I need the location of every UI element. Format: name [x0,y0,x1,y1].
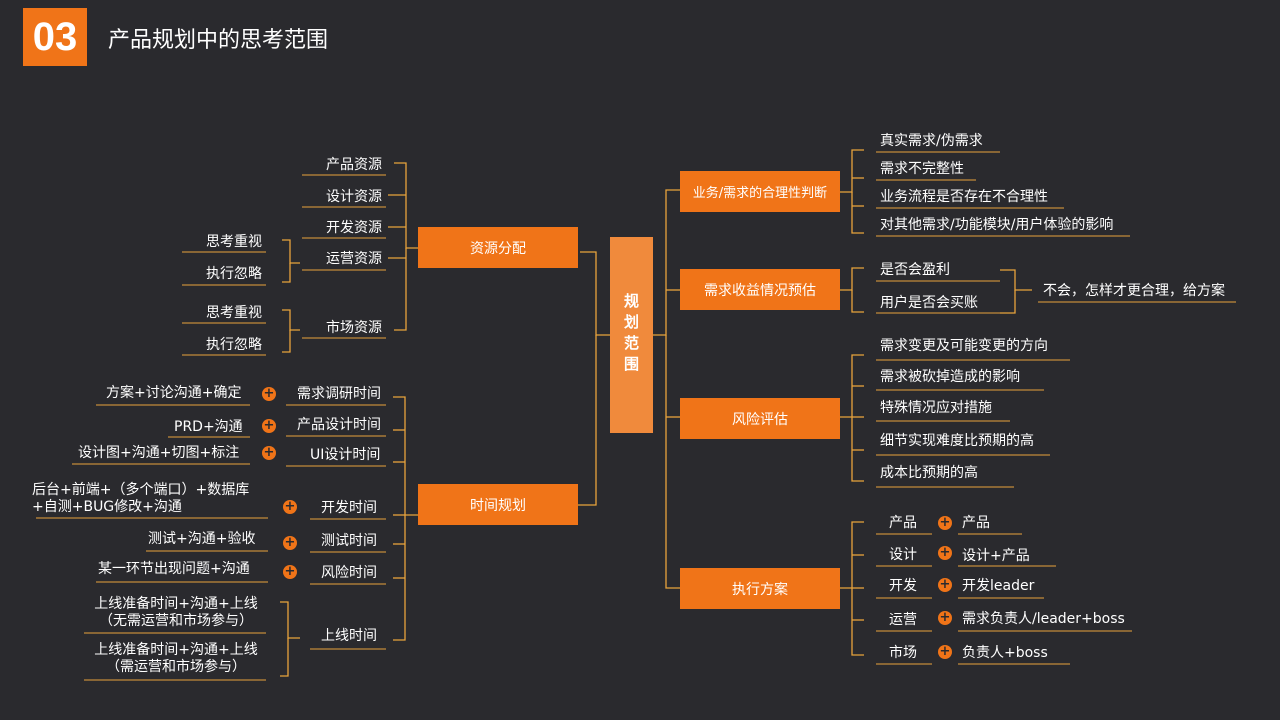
risk-item: 细节实现难度比预期的高 [880,433,1034,449]
risk-item: 需求变更及可能变更的方向 [880,338,1048,354]
time-note: 设计图+沟通+切图+标注 [78,445,240,461]
plus-circle-icon: + [938,577,952,592]
time-note: 某一环节出现问题+沟通 [98,561,250,577]
launch-note: 上线准备时间+沟通+上线（无需运营和市场参与） [94,596,258,629]
time-note: 方案+讨论沟通+确定 [106,385,242,401]
branch-judge: 业务/需求的合理性判断 [680,171,840,212]
branch-resource: 资源分配 [418,227,578,268]
exec-role: 开发 [889,578,917,594]
plus-circle-icon: + [938,644,952,659]
branch-time: 时间规划 [418,484,578,525]
judge-item: 对其他需求/功能模块/用户体验的影响 [880,217,1114,233]
plus-circle-icon: + [262,445,276,460]
resource-item: 开发资源 [326,220,382,236]
plus-circle-icon: + [283,535,297,550]
exec-role: 产品 [889,515,917,531]
plus-circle-icon: + [938,545,952,560]
time-note: 后台+前端+（多个端口）+数据库+自测+BUG修改+沟通 [32,482,250,515]
plus-circle-icon: + [283,564,297,579]
plus-circle-icon: + [938,515,952,530]
revenue-item: 是否会盈利 [880,262,950,278]
plus-circle-icon: + [938,610,952,625]
market-sub-item: 执行忽略 [206,337,262,353]
resource-item: 市场资源 [326,320,382,336]
risk-item: 需求被砍掉造成的影响 [880,369,1020,385]
judge-item: 真实需求/伪需求 [880,133,983,149]
exec-owner: 需求负责人/leader+boss [962,611,1125,627]
risk-item: 成本比预期的高 [880,465,978,481]
page-title: 产品规划中的思考范围 [108,28,329,53]
ops-sub-item: 执行忽略 [206,266,262,282]
center-node: 规划范围 [610,237,653,433]
branch-risk: 风险评估 [680,398,840,439]
exec-owner: 设计+产品 [962,548,1030,564]
ops-sub-item: 思考重视 [206,234,262,250]
resource-item: 运营资源 [326,251,382,267]
exec-role: 市场 [889,645,917,661]
risk-item: 特殊情况应对措施 [880,400,992,416]
exec-owner: 开发leader [962,578,1035,594]
revenue-conclusion: 不会，怎样才更合理，给方案 [1043,283,1225,299]
launch-note: 上线准备时间+沟通+上线（需运营和市场参与） [94,642,258,675]
plus-circle-icon: + [262,418,276,433]
resource-item: 产品资源 [326,157,382,173]
branch-exec: 执行方案 [680,568,840,609]
plus-circle-icon: + [283,499,297,514]
revenue-item: 用户是否会买账 [880,295,978,311]
exec-role: 设计 [889,547,917,563]
time-item: 需求调研时间 [297,386,381,402]
exec-owner: 产品 [962,515,990,531]
time-item: UI设计时间 [310,447,381,463]
time-item: 测试时间 [321,533,377,549]
judge-item: 业务流程是否存在不合理性 [880,189,1048,205]
time-item: 上线时间 [321,628,377,644]
time-note: 测试+沟通+验收 [148,531,256,547]
exec-role: 运营 [889,612,917,628]
resource-item: 设计资源 [326,189,382,205]
section-number-badge: 03 [23,8,87,66]
branch-revenue: 需求收益情况预估 [680,269,840,310]
time-item: 产品设计时间 [297,417,381,433]
time-note: PRD+沟通 [174,419,243,435]
exec-owner: 负责人+boss [962,645,1048,661]
time-item: 风险时间 [321,565,377,581]
time-item: 开发时间 [321,500,377,516]
plus-circle-icon: + [262,386,276,401]
judge-item: 需求不完整性 [880,161,964,177]
market-sub-item: 思考重视 [206,305,262,321]
